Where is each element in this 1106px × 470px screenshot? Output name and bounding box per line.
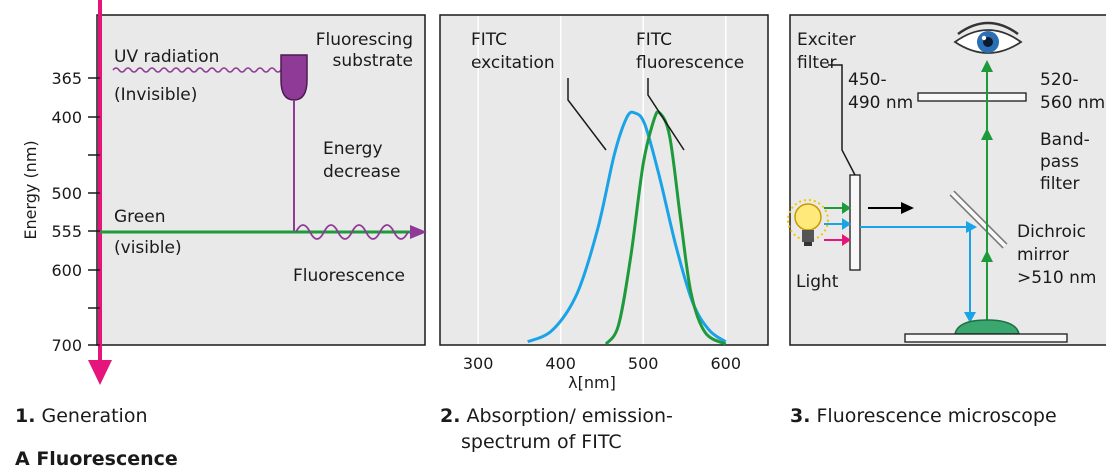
x-tick-600: 600 [710, 354, 741, 373]
light-direction-arrowhead [901, 202, 914, 214]
caption-generation-number: 1. [15, 405, 36, 427]
fluorescence-label: Fluorescence [293, 266, 405, 286]
x-axis-label: λ[nm] [568, 373, 616, 392]
fluorescence-leader-line [647, 78, 685, 151]
bandpass-range-1: 520- [1040, 70, 1079, 90]
exciter-range-2: 490 nm [848, 93, 913, 113]
emission-arrowhead-low [981, 250, 993, 262]
panel-generation: 365 400 500 555 600 700 Energy (nm) UV r… [21, 0, 427, 385]
blue-input-arrowhead [842, 218, 851, 230]
excitation-down-arrowhead [964, 312, 976, 323]
caption-spectrum: 2. Absorption/ emission- [440, 404, 673, 428]
series-excitation-label-1: FITC [471, 30, 507, 50]
light-bulb-icon [787, 199, 829, 246]
caption-generation-text: Generation [41, 405, 148, 427]
bandpass-label-3: filter [1040, 174, 1080, 194]
figure-label: A Fluorescence [15, 448, 178, 470]
exciter-range-1: 450- [848, 70, 887, 90]
excitation-ray-arrowhead [966, 221, 977, 233]
substrate-icon [280, 54, 308, 101]
light-label: Light [796, 272, 839, 292]
series-fluorescence-label-2: fluorescence [636, 53, 744, 73]
fluorescence-arrowhead [410, 225, 427, 239]
uv-wave [112, 67, 282, 73]
bandpass-filter [917, 92, 1027, 102]
exciter-filter [849, 174, 861, 271]
caption-spectrum-line2-wrap: spectrum of FITC [461, 430, 622, 454]
bandpass-range-2: 560 nm [1040, 93, 1105, 113]
panel-microscope: Exciter filter 450- 490 nm 520- 560 nm B… [787, 14, 1106, 346]
fluorescence-wave [295, 224, 409, 240]
exciter-label-1: Exciter [797, 30, 856, 50]
caption-microscope: 3. Fluorescence microscope [790, 404, 1057, 428]
green-input-arrowhead [842, 202, 851, 214]
green-sublabel: (visible) [114, 238, 182, 258]
x-tick-300: 300 [463, 354, 494, 373]
tick-555: 555 [51, 222, 82, 241]
substrate-label-1: Fluorescing [316, 30, 413, 50]
tick-365: 365 [51, 69, 82, 88]
bandpass-label-2: pass [1040, 152, 1079, 172]
spectrum-x-ticks: 300 400 500 600 [463, 354, 741, 373]
magenta-input-arrowhead [842, 234, 851, 246]
energy-axis-arrowhead [88, 360, 112, 385]
emission-arrowhead-top [981, 60, 993, 72]
exciter-leader-line [828, 64, 856, 176]
microscope-slide [904, 333, 1068, 343]
dichroic-label-3: >510 nm [1017, 268, 1096, 288]
caption-spectrum-line1: Absorption/ emission- [466, 405, 673, 427]
spectrum-gridlines [477, 16, 727, 344]
caption-spectrum-number: 2. [440, 405, 461, 427]
energy-label-2: decrease [323, 162, 400, 182]
tick-600: 600 [51, 261, 82, 280]
uv-label: UV radiation [114, 47, 219, 67]
panel1-background [96, 14, 426, 346]
green-label: Green [114, 207, 165, 227]
tick-500: 500 [51, 184, 82, 203]
caption-microscope-number: 3. [790, 405, 811, 427]
specimen [954, 319, 1020, 335]
x-tick-500: 500 [628, 354, 659, 373]
uv-sublabel: (Invisible) [114, 85, 197, 105]
series-fluorescence-label-1: FITC [636, 30, 672, 50]
dichroic-label-1: Dichroic [1017, 222, 1086, 242]
dichroic-mirror [950, 191, 1007, 248]
y-axis-label: Energy (nm) [21, 140, 40, 239]
excitation-leader-line [567, 78, 607, 151]
dichroic-label-2: mirror [1017, 245, 1069, 265]
substrate-label-2: substrate [333, 51, 413, 71]
panel2-background [439, 14, 769, 346]
energy-ticks [88, 77, 100, 346]
energy-label-1: Energy [323, 139, 383, 159]
caption-generation: 1. Generation [15, 404, 148, 428]
caption-microscope-text: Fluorescence microscope [816, 405, 1057, 427]
x-tick-400: 400 [545, 354, 576, 373]
tick-400: 400 [51, 108, 82, 127]
emission-arrowhead-mid [981, 128, 993, 140]
exciter-label-2: filter [797, 53, 837, 73]
bandpass-label-1: Band- [1040, 130, 1090, 150]
tick-700: 700 [51, 336, 82, 355]
series-excitation-label-2: excitation [471, 53, 555, 73]
eye-icon [953, 21, 1023, 54]
caption-spectrum-line2: spectrum of FITC [461, 431, 622, 453]
